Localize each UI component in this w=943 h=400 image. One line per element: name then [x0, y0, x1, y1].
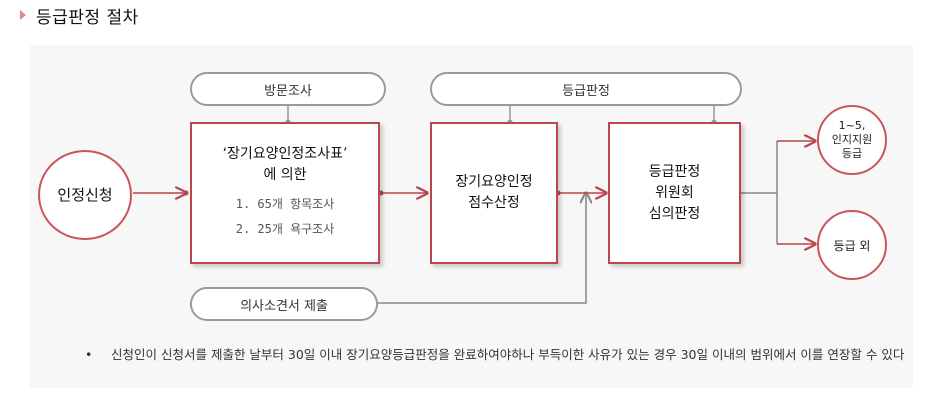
branch-line	[741, 141, 778, 244]
application-node: 인정신청	[38, 150, 132, 240]
visit-survey-pill: 방문조사	[190, 72, 386, 106]
score-box: 장기요양인정 점수산정	[430, 122, 558, 264]
footnote-text: 신청인이 신청서를 제출한 날부터 30일 이내 장기요양등급판정을 완료하여야…	[111, 347, 905, 362]
page-title: 등급판정 절차	[36, 7, 139, 28]
triangle-bullet-icon	[20, 10, 26, 20]
grade-judgment-label: 등급판정	[562, 83, 610, 99]
bullet-icon: •	[85, 347, 93, 362]
committee-line3: 심의판정	[648, 205, 701, 222]
survey-title-line2: 에 의한	[263, 167, 307, 183]
application-label: 인정신청	[57, 185, 113, 204]
committee-line1: 등급판정	[648, 163, 701, 180]
score-line2: 점수산정	[468, 195, 520, 211]
visit-survey-label: 방문조사	[264, 83, 312, 99]
out-of-grade-label: 등급 외	[833, 238, 871, 253]
grade-outcome-node: 1~5, 인지지원 등급	[817, 105, 887, 175]
survey-box: ‘장기요양인정조사표’ 에 의한 1. 65개 항목조사 2. 25개 욕구조사	[190, 122, 380, 264]
doctor-opinion-line	[377, 193, 586, 304]
survey-item-2: 2. 25개 욕구조사	[235, 222, 335, 236]
doctor-opinion-pill: 의사소견서 제출	[190, 287, 378, 321]
footnote: • 신청인이 신청서를 제출한 날부터 30일 이내 장기요양등급판정을 완료하…	[85, 345, 905, 364]
grade-outcome-line2: 인지지원	[831, 133, 873, 146]
committee-line2: 위원회	[655, 184, 694, 201]
grade-outcome-line3: 등급	[841, 147, 863, 160]
section-title: 등급판정 절차	[20, 2, 139, 28]
committee-box: 등급판정 위원회 심의판정	[608, 122, 741, 264]
out-of-grade-node: 등급 외	[817, 210, 887, 280]
score-line1: 장기요양인정	[455, 174, 533, 190]
grade-outcome-line1: 1~5,	[838, 119, 866, 132]
doctor-opinion-label: 의사소견서 제출	[240, 298, 328, 314]
survey-title-line1: ‘장기요양인정조사표’	[222, 146, 348, 162]
survey-item-1: 1. 65개 항목조사	[235, 197, 335, 211]
grade-judgment-pill: 등급판정	[430, 72, 742, 106]
